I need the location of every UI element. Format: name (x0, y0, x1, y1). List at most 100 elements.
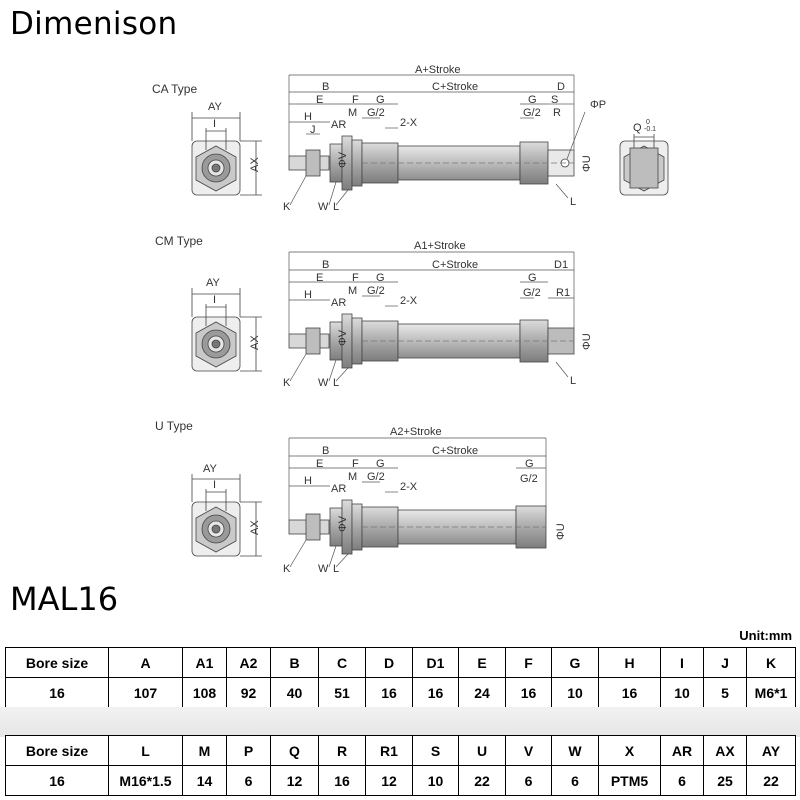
ca-ar-label: AR (331, 119, 346, 131)
value-cell: 107 (108, 677, 183, 708)
ca-g2-right-label: G/2 (523, 107, 541, 119)
cm-dimension-lines (288, 251, 575, 382)
cm-c-stroke-label: C+Stroke (432, 259, 478, 271)
header-cell: D1 (412, 647, 459, 678)
u-f-label: F (352, 458, 359, 470)
cm-end-view (191, 288, 262, 372)
value-cell: M16*1.5 (108, 765, 183, 796)
u-b-label: B (322, 445, 329, 457)
header-cell: E (458, 647, 506, 678)
u-x-label: 2-X (400, 481, 418, 493)
u-h-label: H (304, 475, 312, 487)
u-end-view (191, 474, 262, 557)
ca-g-label: G (376, 94, 385, 106)
ca-l-label: L (333, 201, 339, 213)
u-u-label: ΦU (555, 523, 567, 540)
header-cell: S (412, 735, 459, 766)
value-cell: 51 (318, 677, 366, 708)
table-separator (0, 707, 800, 737)
cm-side-view (288, 313, 575, 369)
ca-b-label: B (322, 81, 329, 93)
header-cell: A (108, 647, 183, 678)
u-g2-right-label: G/2 (520, 473, 538, 485)
header-cell: L (108, 735, 183, 766)
value-cell: 92 (226, 677, 271, 708)
ca-w-label: W (318, 201, 329, 213)
header-cell: Bore size (5, 647, 109, 678)
value-cell: 10 (412, 765, 459, 796)
value-cell: 10 (660, 677, 704, 708)
ca-x-label: 2-X (400, 117, 418, 129)
cm-ay-label: AY (206, 277, 221, 289)
header-cell: I (660, 647, 704, 678)
u-side-view (288, 499, 547, 555)
cm-g-right-label: G (528, 272, 537, 284)
ca-c-stroke-label: C+Stroke (432, 81, 478, 93)
header-cell: G (551, 647, 599, 678)
cm-w-label: W (318, 377, 329, 389)
header-cell: J (703, 647, 747, 678)
ca-i-label: I (213, 118, 216, 130)
u-l-label: L (333, 563, 339, 575)
header-cell: AX (703, 735, 747, 766)
ca-dimension-lines (288, 74, 586, 206)
value-cell: 22 (746, 765, 796, 796)
ca-g-right-label: G (528, 94, 537, 106)
header-cell: H (598, 647, 661, 678)
cm-f-label: F (352, 272, 359, 284)
ca-s-label: S (551, 94, 558, 106)
cm-m-label: M (348, 285, 357, 297)
ca-ay-label: AY (208, 101, 223, 113)
header-cell: AR (660, 735, 704, 766)
header-cell: X (598, 735, 661, 766)
model-title: MAL16 (10, 580, 119, 618)
value-cell: 14 (182, 765, 227, 796)
cm-g-label: G (376, 272, 385, 284)
value-cell: 108 (182, 677, 227, 708)
u-a2-stroke-label: A2+Stroke (390, 426, 442, 438)
ca-q-tol-lower: -0.1 (644, 126, 656, 133)
ca-q-tol-upper: 0 (646, 119, 650, 126)
cm-l-label: L (333, 377, 339, 389)
cm-g2-right-label: G/2 (523, 287, 541, 299)
ca-end-view (191, 112, 262, 196)
header-cell: U (458, 735, 506, 766)
header-cell: D (365, 647, 413, 678)
page-title: Dimenison (10, 6, 178, 42)
value-cell: PTM5 (598, 765, 661, 796)
value-cell: 6 (505, 765, 552, 796)
u-type-label: U Type (155, 419, 193, 433)
u-k-label: K (283, 563, 291, 575)
cm-i-label: I (213, 294, 216, 306)
value-cell: 24 (458, 677, 506, 708)
ca-q-label: Q (633, 122, 642, 134)
ca-u-label: ΦU (581, 155, 593, 172)
value-cell: 25 (703, 765, 747, 796)
value-cell: 16 (318, 765, 366, 796)
u-g-label: G (376, 458, 385, 470)
header-cell: B (270, 647, 319, 678)
u-ay-label: AY (203, 463, 218, 475)
header-cell: R1 (365, 735, 413, 766)
ca-v-label: ΦV (337, 151, 349, 168)
header-cell: Bore size (5, 735, 109, 766)
ca-h-label: H (304, 111, 312, 123)
value-cell: 16 (5, 765, 109, 796)
header-cell: W (551, 735, 599, 766)
cm-a1-stroke-label: A1+Stroke (414, 240, 466, 252)
cm-ar-label: AR (331, 297, 346, 309)
cm-e-label: E (316, 272, 323, 284)
header-cell: C (318, 647, 366, 678)
u-g2-label: G/2 (367, 471, 385, 483)
cm-ax-label: AX (249, 335, 261, 350)
cm-u-label: ΦU (581, 333, 593, 350)
ca-a-stroke-label: A+Stroke (415, 64, 461, 76)
header-cell: AY (746, 735, 796, 766)
cm-x-label: 2-X (400, 295, 418, 307)
ca-type-label: CA Type (152, 82, 197, 96)
value-cell: 16 (365, 677, 413, 708)
